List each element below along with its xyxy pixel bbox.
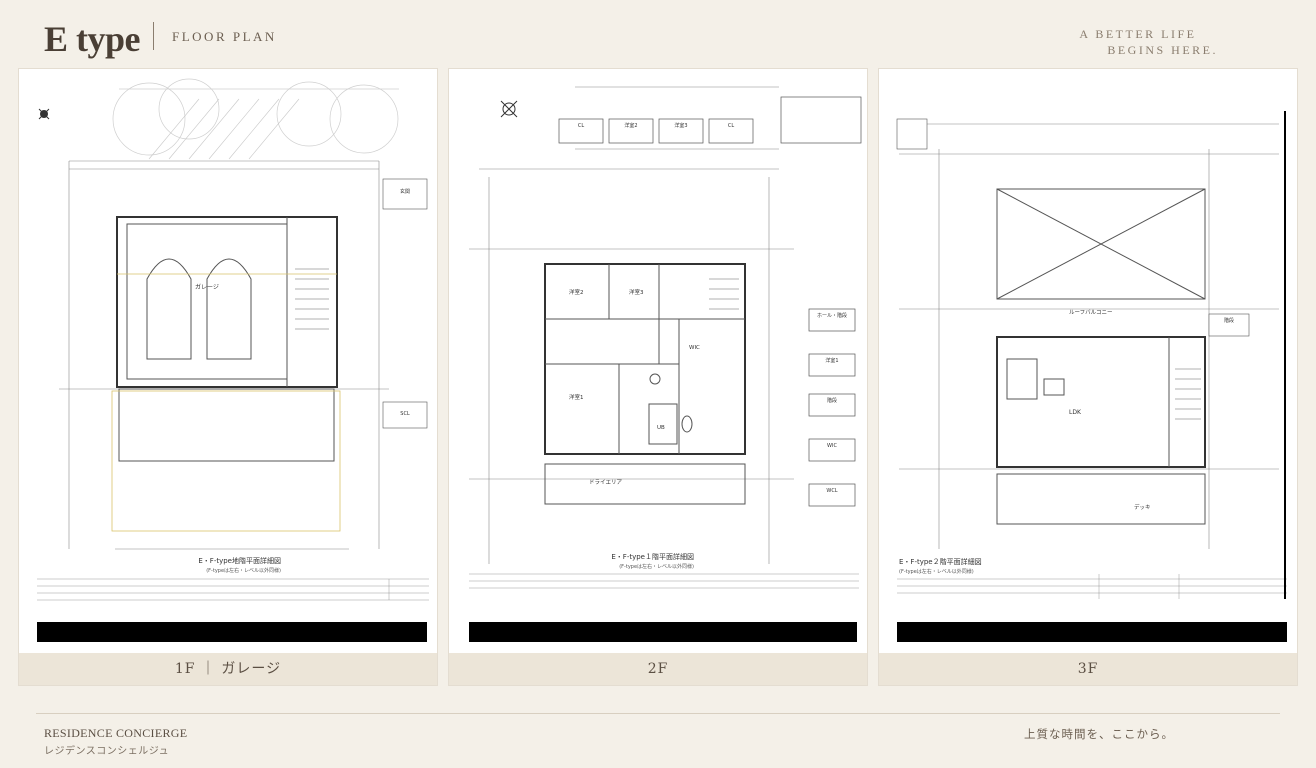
floor-caption-2f: 2F — [449, 653, 867, 685]
room-label-wic: WIC — [689, 345, 700, 351]
table-label-room1: 洋室1 — [825, 357, 838, 364]
floor-plan-drawing-3f: 階段 ルーフバルコニー LDK デッキ E・F-type２階平面詳細図 (F-t… — [879, 69, 1297, 654]
room-label-garage: ガレージ — [195, 283, 219, 291]
plan-title: E・F-type地階平面詳細図 — [198, 556, 281, 565]
table-label-entrance: 玄関 — [400, 188, 410, 195]
room-label-room2: 洋室2 — [569, 288, 584, 296]
footer-motto: 上質な時間を、ここから。 — [1024, 727, 1174, 741]
floor-plan-drawing-2f: CL 洋室2 洋室3 CL ホール・階段 洋室1 階段 WIC WCL — [449, 69, 867, 654]
room-label-ub: UB — [657, 425, 665, 431]
floor-plan-drawing-1f: 玄関 SCL ガレージ E・F-type地階平面詳細図 (F-typeは左右・レ… — [19, 69, 437, 654]
compass-icon — [38, 108, 50, 120]
page-subtitle: FLOOR PLAN — [172, 29, 277, 44]
floor-plan-drawing: 玄関 SCL ガレージ E・F-type地階平面詳細図 (F-typeは左右・レ… — [37, 78, 429, 642]
table-label-stairs: 階段 — [1224, 317, 1234, 324]
plan-title: E・F-type１階平面詳細図 — [611, 552, 694, 561]
table-label-room3: 洋室3 — [674, 122, 687, 129]
room-label-dry-area: ドライエリア — [589, 479, 622, 486]
table-label-stairs: 階段 — [827, 397, 837, 404]
table-label-wcl: WCL — [826, 488, 837, 494]
plan-title: E・F-type２階平面詳細図 — [899, 557, 982, 566]
table-label-hall: ホール・階段 — [817, 312, 847, 319]
table-label-room2: 洋室2 — [624, 122, 637, 129]
room-label-roof-balcony: ルーフバルコニー — [1069, 309, 1113, 316]
room-label-ldk: LDK — [1069, 409, 1082, 416]
plan-subtitle: (F-typeは左右・レベル以外同様) — [619, 563, 694, 570]
room-label-room1: 洋室1 — [569, 393, 584, 401]
table-label-wic: WIC — [827, 443, 837, 449]
plan-subtitle: (F-typeは左右・レベル以外同様) — [206, 567, 281, 574]
compass-icon — [500, 100, 518, 118]
floor-plan-drawing: CL 洋室2 洋室3 CL ホール・階段 洋室1 階段 WIC WCL — [469, 86, 862, 642]
table-label-cl-2: CL — [728, 123, 734, 129]
floor-plan-drawing: 階段 ルーフバルコニー LDK デッキ E・F-type２階平面詳細図 (F-t… — [896, 111, 1287, 642]
plan-subtitle: (F-typeは左右・レベル以外同様) — [899, 568, 974, 575]
floor-caption-3f: 3F — [879, 653, 1297, 685]
room-label-room3: 洋室3 — [629, 288, 644, 296]
tagline: A BETTER LIFE BEGINS HERE. — [1079, 26, 1218, 58]
floor-plan-card-1f[interactable]: 玄関 SCL ガレージ E・F-type地階平面詳細図 (F-typeは左右・レ… — [18, 68, 438, 686]
floor-plan-card-2f[interactable]: CL 洋室2 洋室3 CL ホール・階段 洋室1 階段 WIC WCL — [448, 68, 868, 686]
page-title: E type — [44, 19, 141, 59]
brand-name: RESIDENCE CONCIERGE — [44, 726, 188, 740]
page-header: E type FLOOR PLAN A BETTER LIFE BEGINS H… — [0, 0, 1316, 68]
table-label-cl-1: CL — [578, 123, 584, 129]
floor-caption-1f: 1F ｜ ガレージ — [19, 653, 437, 685]
room-label-deck: デッキ — [1134, 503, 1151, 511]
floor-plan-card-3f[interactable]: 階段 ルーフバルコニー LDK デッキ E・F-type２階平面詳細図 (F-t… — [878, 68, 1298, 686]
tagline-line2: BEGINS HERE. — [1107, 43, 1218, 57]
footer-divider — [36, 713, 1280, 714]
title-divider — [153, 22, 154, 50]
tagline-line1: A BETTER LIFE — [1079, 27, 1197, 41]
brand-name-ja: レジデンスコンシェルジュ — [44, 746, 170, 757]
table-label-scl: SCL — [400, 411, 410, 417]
